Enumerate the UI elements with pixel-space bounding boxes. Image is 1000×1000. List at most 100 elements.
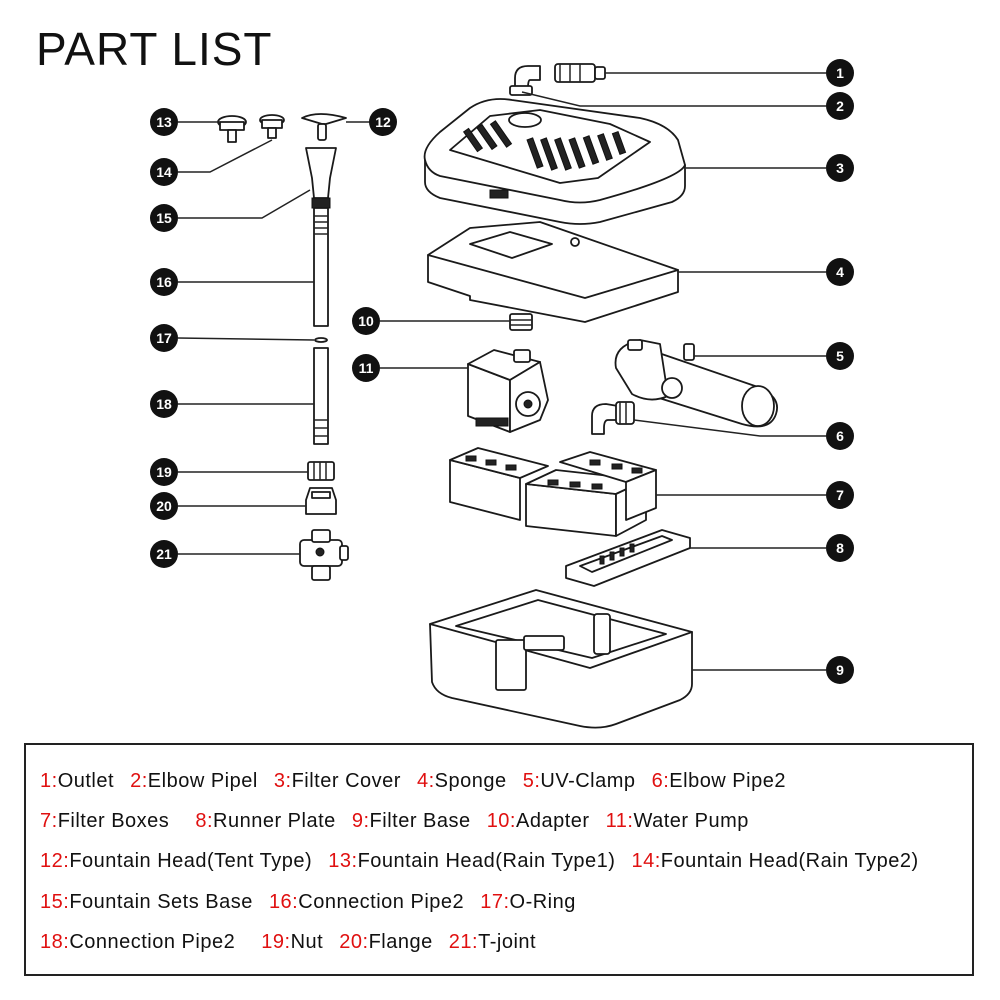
- fountain-head-tent-part: [301, 113, 347, 141]
- legend-item-11: 11:Water Pump: [606, 810, 749, 832]
- outlet-part: [554, 63, 606, 83]
- legend-item-20: 20:Flange: [339, 931, 432, 953]
- callout-1: 1: [826, 59, 854, 87]
- legend-label: Runner Plate: [213, 810, 336, 833]
- legend-item-8: 8:Runner Plate: [195, 810, 335, 832]
- svg-text:4: 4: [836, 264, 844, 280]
- legend-label: Nut: [290, 930, 324, 953]
- svg-text:15: 15: [156, 210, 172, 226]
- legend-num: 11:: [605, 810, 634, 833]
- legend-item-21: 21:T-joint: [449, 931, 536, 953]
- legend-item-18: 18:Connection Pipe2: [40, 931, 235, 953]
- callout-8: 8: [826, 534, 854, 562]
- legend-label: Sponge: [434, 770, 507, 792]
- legend-label: Filter Base: [369, 810, 471, 833]
- callout-16: 16: [150, 268, 178, 296]
- legend-label: Fountain Head(Rain Type1): [357, 850, 616, 873]
- legend-item-6: 6:Elbow Pipe2: [652, 770, 786, 792]
- legend-item-10: 10:Adapter: [487, 810, 590, 832]
- svg-text:10: 10: [358, 313, 374, 329]
- callout-13: 13: [150, 108, 178, 136]
- legend-label: T-joint: [478, 930, 537, 953]
- legend-num: 1:: [40, 770, 58, 792]
- parts-legend: 1:Outlet 2:Elbow Pipel 3:Filter Cover 4:…: [24, 743, 974, 976]
- svg-text:5: 5: [836, 348, 844, 364]
- adapter-part: [509, 313, 533, 331]
- fountain-sets-base-part: [305, 147, 337, 209]
- legend-num: 9:: [351, 810, 370, 833]
- legend-label: Outlet: [57, 770, 115, 792]
- legend-item-16: 16:Connection Pipe2: [269, 891, 464, 913]
- callout-20: 20: [150, 492, 178, 520]
- legend-item-13: 13:Fountain Head(Rain Type1): [328, 850, 615, 872]
- legend-num: 12:: [40, 850, 70, 873]
- legend-num: 6:: [651, 770, 670, 792]
- o-ring-part: [314, 337, 328, 343]
- callout-7: 7: [826, 481, 854, 509]
- svg-text:21: 21: [156, 546, 172, 562]
- legend-label: Fountain Sets Base: [69, 890, 253, 913]
- legend-num: 14:: [631, 850, 661, 873]
- legend-num: 13:: [328, 850, 358, 873]
- elbow-pipe2-part: [591, 401, 635, 435]
- filter-boxes-part: [449, 447, 657, 537]
- svg-text:19: 19: [156, 464, 172, 480]
- callout-11: 11: [352, 354, 380, 382]
- legend-item-1: 1:Outlet: [40, 770, 114, 792]
- legend-label: Water Pump: [633, 810, 749, 833]
- legend-num: 15:: [40, 890, 70, 913]
- callout-14: 14: [150, 158, 178, 186]
- water-pump-part: [467, 349, 549, 433]
- sponge-part: [427, 221, 679, 323]
- svg-text:9: 9: [836, 662, 844, 678]
- filter-base-part: [429, 589, 693, 729]
- legend-label: Adapter: [516, 810, 590, 833]
- legend-item-14: 14:Fountain Head(Rain Type2): [631, 850, 918, 872]
- legend-label: Filter Boxes: [57, 810, 170, 833]
- callout-9: 9: [826, 656, 854, 684]
- legend-item-3: 3:Filter Cover: [274, 770, 401, 792]
- callout-5: 5: [826, 342, 854, 370]
- svg-text:1: 1: [836, 65, 844, 81]
- svg-text:17: 17: [156, 330, 172, 346]
- connection-pipe-part: [313, 207, 329, 327]
- svg-text:2: 2: [836, 98, 844, 114]
- callout-19: 19: [150, 458, 178, 486]
- legend-label: Fountain Head(Rain Type2): [660, 850, 919, 873]
- callout-3: 3: [826, 154, 854, 182]
- callout-2: 2: [826, 92, 854, 120]
- svg-text:8: 8: [836, 540, 844, 556]
- svg-text:12: 12: [375, 114, 391, 130]
- svg-text:3: 3: [836, 160, 844, 176]
- legend-num: 5:: [522, 770, 541, 792]
- legend-label: Elbow Pipel: [147, 770, 258, 792]
- uv-clamp-part: [614, 339, 778, 428]
- legend-num: 17:: [480, 890, 510, 913]
- nut-part: [307, 461, 335, 481]
- filter-cover-part: [423, 98, 686, 225]
- leader-lines: [177, 72, 826, 671]
- svg-text:14: 14: [156, 164, 172, 180]
- legend-item-12: 12:Fountain Head(Tent Type): [40, 850, 312, 872]
- legend-num: 19:: [261, 930, 291, 953]
- runner-plate-part: [565, 529, 691, 587]
- legend-item-4: 4:Sponge: [417, 770, 507, 792]
- legend-item-2: 2:Elbow Pipel: [130, 770, 258, 792]
- legend-item-19: 19:Nut: [261, 931, 323, 953]
- legend-item-7: 7:Filter Boxes: [40, 810, 169, 832]
- legend-num: 2:: [130, 770, 148, 792]
- legend-item-17: 17:O-Ring: [480, 891, 576, 913]
- legend-label: Filter Cover: [291, 770, 401, 792]
- callout-10: 10: [352, 307, 380, 335]
- legend-num: 20:: [339, 930, 369, 953]
- svg-text:20: 20: [156, 498, 172, 514]
- exploded-diagram: 1 2 3 4 5 6 7 8 9 10 11 12 13 14 15 16 1…: [150, 59, 854, 729]
- svg-text:18: 18: [156, 396, 172, 412]
- legend-label: Connection Pipe2: [298, 890, 465, 913]
- svg-text:11: 11: [359, 360, 374, 376]
- legend-num: 7:: [40, 810, 58, 833]
- legend-num: 18:: [40, 930, 70, 953]
- connection-pipe2-part: [313, 347, 329, 445]
- callout-18: 18: [150, 390, 178, 418]
- legend-num: 4:: [416, 770, 435, 792]
